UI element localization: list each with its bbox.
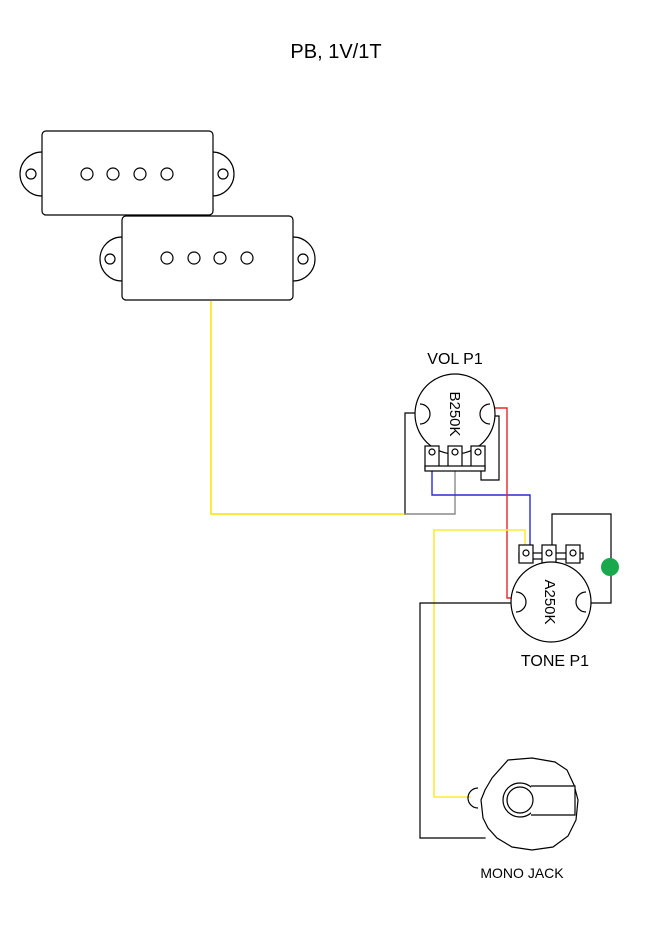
pickup-lower-pole [240, 251, 254, 265]
tone-pot-label: TONE P1 [521, 653, 589, 670]
wire-gray-vol-ground [404, 469, 456, 515]
tone-pot-terminal-hole [522, 549, 530, 557]
volume-pot-left-lug [419, 403, 431, 425]
tone-pot-value: A250K [541, 579, 558, 624]
pickup-lower-mount-hole-left [104, 253, 116, 265]
wire-black-tone-to-jack [419, 602, 513, 839]
volume-pot-right-lug [479, 403, 491, 425]
tone-pot-terminal-hole [569, 549, 577, 557]
pickup-lower-pole [213, 251, 227, 265]
tone-pot-right-lug [575, 591, 587, 613]
diagram-title: PB, 1V/1T [290, 41, 381, 63]
pickup-lower-mount-ear [99, 236, 316, 282]
pickup-lower-body [121, 215, 294, 301]
pickup-lower-pole [187, 251, 201, 265]
pickup-upper-body [41, 130, 214, 216]
pickup-upper-pole [133, 167, 147, 181]
pickup-lower [99, 215, 316, 301]
pickup-upper-pole [80, 167, 94, 181]
volume-pot-value: B250K [446, 391, 463, 436]
wire-blue-vol-to-tone [431, 469, 531, 549]
pickup-upper-mount-hole-left [25, 168, 37, 180]
mono-jack-tip-lug [467, 787, 479, 809]
mono-jack-contact [531, 785, 576, 816]
tone-pot-terminal-hole [545, 549, 553, 557]
pickup-upper-mount-ear [19, 151, 235, 197]
pickup-upper-pole [106, 167, 120, 181]
mono-jack-label: MONO JACK [480, 865, 564, 881]
pickup-upper [19, 130, 235, 216]
wire-black-cap-loop [551, 513, 612, 604]
pickup-lower-mount-hole-right [297, 253, 309, 265]
pickup-lower-pole [160, 251, 174, 265]
wire-yellow-pickup-hot [210, 301, 406, 515]
volume-pot-terminal-hole [474, 448, 482, 456]
tone-pot-terminal [565, 544, 581, 564]
tone-pot-left-lug [515, 591, 527, 613]
volume-pot-label: VOL P1 [427, 351, 483, 368]
mono-jack-socket-inner [506, 786, 534, 814]
tone-pot-body [510, 561, 592, 643]
tone-pot-terminal [541, 544, 557, 564]
volume-pot-terminal-hole [428, 448, 436, 456]
wire-black-vol-ground [404, 412, 419, 515]
pickup-upper-pole [160, 167, 174, 181]
tone-pot [510, 544, 592, 643]
capacitor [601, 558, 619, 576]
tone-pot-terminal [518, 544, 534, 564]
volume-pot-terminal-base [424, 465, 486, 472]
mono-jack [467, 757, 579, 851]
wire-yellow-tone-to-jack [433, 529, 526, 798]
volume-pot-terminal-hole [451, 448, 459, 456]
volume-pot [414, 373, 496, 472]
wire-red-vol-to-tone [483, 407, 513, 599]
pickup-upper-mount-hole-right [217, 168, 229, 180]
